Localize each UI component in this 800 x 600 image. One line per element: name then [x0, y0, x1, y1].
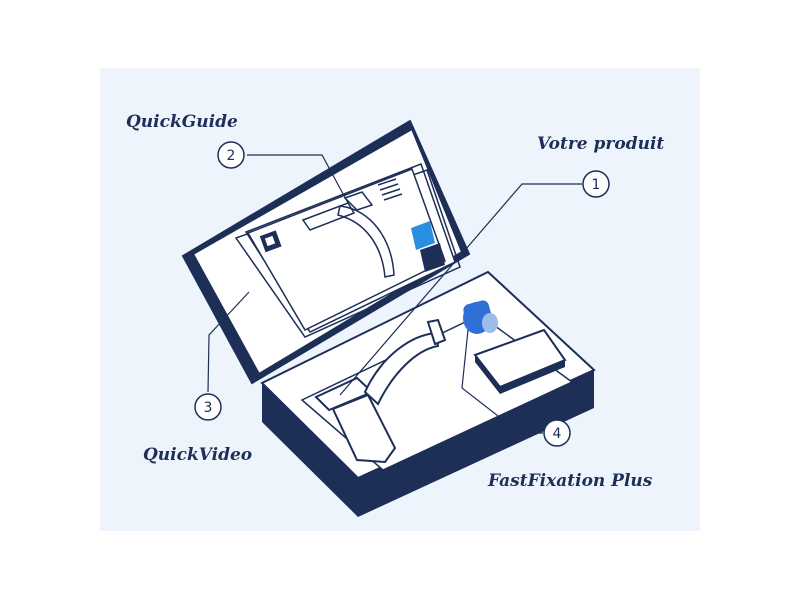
label-quickvideo: QuickVideo — [143, 445, 253, 465]
label-votre-produit: Votre produit — [537, 134, 665, 154]
fastfixation-part — [463, 300, 567, 394]
callout-lines — [207, 154, 582, 434]
label-fastfixation-plus: FastFixation Plus — [488, 471, 653, 491]
callout-4-number: 4 — [553, 426, 562, 442]
callout-3-number: 3 — [204, 400, 213, 416]
callout-3: 3 — [194, 393, 222, 421]
callout-1: 1 — [582, 170, 610, 198]
label-quickguide: QuickGuide — [126, 112, 238, 132]
callout-4: 4 — [543, 419, 571, 447]
callout-1-number: 1 — [592, 177, 601, 193]
quickguide-booklet — [246, 168, 446, 331]
callout-2: 2 — [217, 141, 245, 169]
faucet-product — [314, 318, 447, 464]
callout-2-number: 2 — [227, 148, 236, 164]
